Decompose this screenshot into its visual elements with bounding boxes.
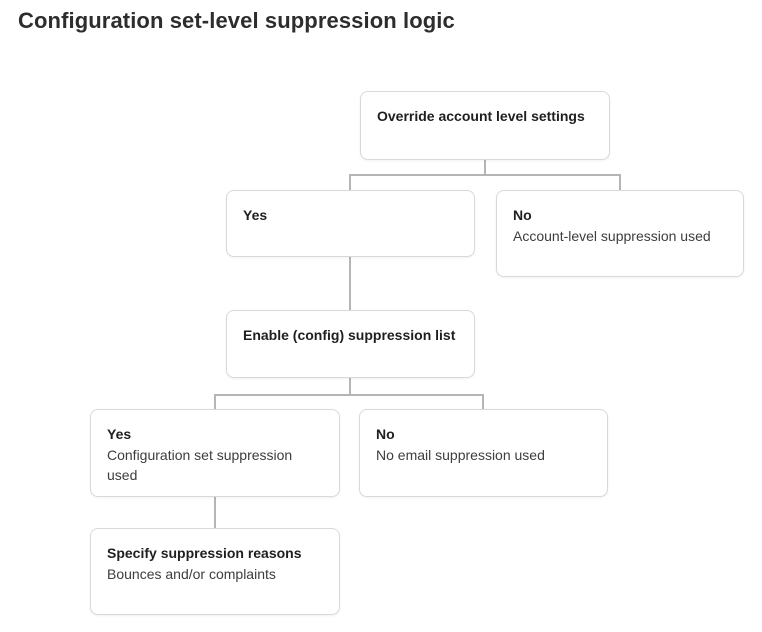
connector-enable-down	[349, 378, 351, 394]
node-sublabel: Configuration set suppression used	[107, 447, 293, 483]
connector-branch2-horizontal	[214, 394, 484, 396]
node-label: Yes	[243, 207, 268, 223]
node-label: Yes	[107, 426, 132, 442]
node-label: No	[513, 207, 532, 223]
node-enable-yes: Yes Configuration set suppression used	[90, 409, 340, 497]
node-sublabel: No email suppression used	[376, 447, 545, 463]
node-enable-config-suppression: Enable (config) suppression list	[226, 310, 475, 378]
connector-branch2-to-yes	[214, 394, 216, 409]
node-override-yes: Yes	[226, 190, 475, 257]
node-label: Specify suppression reasons	[107, 545, 302, 561]
connector-branch1-horizontal	[349, 174, 621, 176]
node-override-account-settings: Override account level settings	[360, 91, 610, 160]
node-sublabel: Bounces and/or complaints	[107, 566, 276, 582]
connector-branch1-to-yes	[349, 174, 351, 190]
connector-branch1-to-no	[619, 174, 621, 190]
page-title: Configuration set-level suppression logi…	[18, 8, 455, 33]
connector-override-down	[484, 160, 486, 174]
node-sublabel: Account-level suppression used	[513, 228, 711, 244]
node-specify-suppression-reasons: Specify suppression reasons Bounces and/…	[90, 528, 340, 615]
connector-yes-to-enable	[349, 257, 351, 310]
node-label: No	[376, 426, 395, 442]
connector-yes-to-specify	[214, 497, 216, 528]
node-label: Override account level settings	[377, 108, 585, 124]
node-enable-no: No No email suppression used	[359, 409, 608, 497]
connector-branch2-to-no	[482, 394, 484, 409]
node-override-no: No Account-level suppression used	[496, 190, 744, 277]
node-label: Enable (config) suppression list	[243, 327, 456, 343]
